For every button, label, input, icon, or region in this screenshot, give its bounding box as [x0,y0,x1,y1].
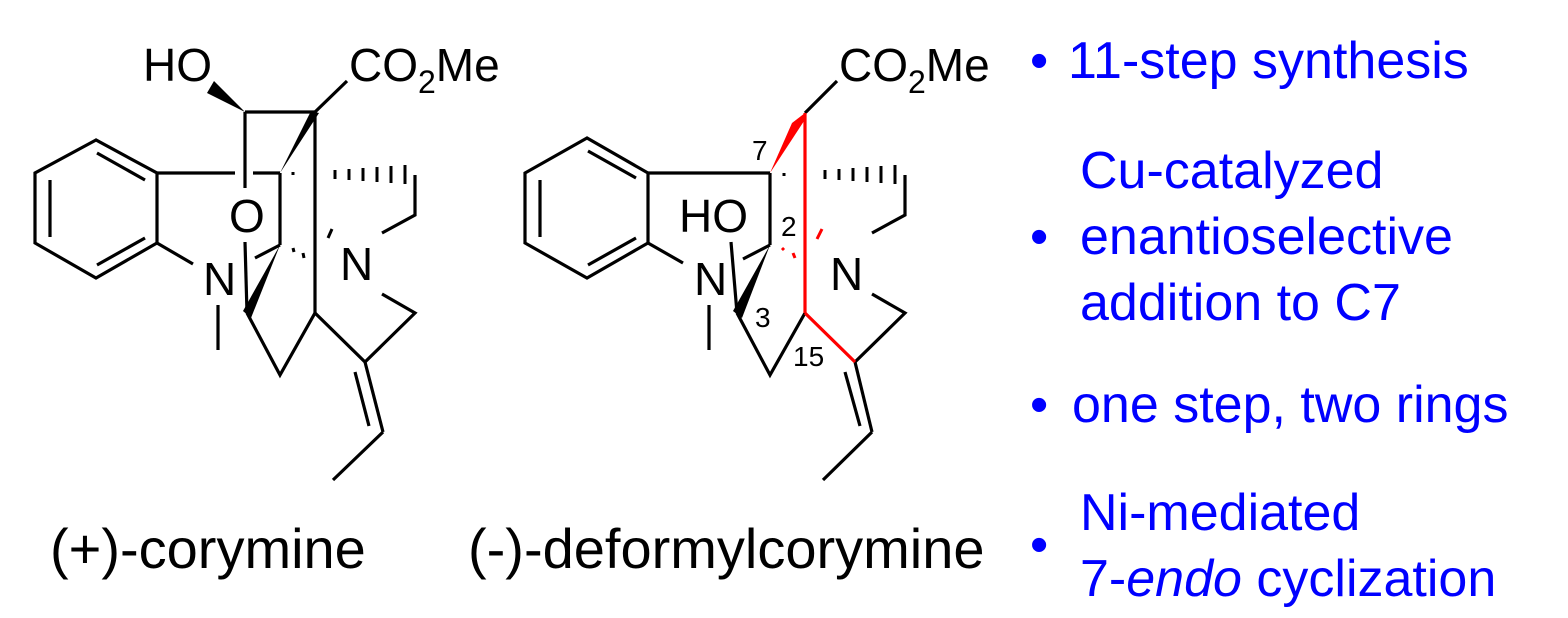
corymine-name: (+)-corymine [50,517,366,580]
note-cu-line2: enantioselective [1080,208,1453,266]
locant-c2: 2 [781,211,797,242]
wedge-bond [280,111,319,173]
wedge-bond [733,245,770,318]
ring-oxygen-label: O [229,190,265,242]
bullet: • [1030,32,1048,90]
note-cu-line3: addition to C7 [1080,274,1401,332]
ester-label: CO2Me [839,39,990,100]
wedge-bond [243,245,280,318]
locant-c7: 7 [752,135,768,166]
skeleton-bonds [156,79,418,482]
deformylcorymine-structure: HO CO2Me N N 7 2 3 15 [523,39,990,482]
amine-nitrogen-label: N [830,248,863,300]
wedge-bond [207,81,245,112]
note-ni-line1: Ni-mediated [1080,484,1360,542]
hashed-bond [291,165,407,259]
deformylcorymine-name: (-)-deformylcorymine [468,517,985,580]
skeleton-bonds [647,79,908,482]
bullet: • [1030,376,1048,434]
highlighted-new-bonds [770,113,857,364]
note-one-step: one step, two rings [1072,376,1508,434]
hashed-bond [782,165,897,184]
corymine-structure: HO CO2Me O N N [33,39,500,482]
note-ni-line2: 7-endo cyclization [1080,550,1496,608]
bullet: • [1030,208,1048,266]
benzene-ring [523,136,650,280]
benzene-ring [33,138,159,280]
note-cu-line1: Cu-catalyzed [1080,142,1383,200]
bullet: • [1030,516,1048,574]
hydroxyl-label: HO [143,39,212,91]
hydroxyl-label: HO [679,190,748,242]
highlights-list: • 11-step synthesis Cu-catalyzed • enant… [1030,32,1508,608]
amine-nitrogen-label: N [340,238,373,290]
locant-c15: 15 [793,341,824,372]
note-step-count: 11-step synthesis [1068,32,1469,90]
ester-label: CO2Me [349,39,500,100]
indoline-nitrogen-label: N [694,253,727,305]
locant-c3: 3 [755,302,771,333]
indoline-nitrogen-label: N [203,253,236,305]
